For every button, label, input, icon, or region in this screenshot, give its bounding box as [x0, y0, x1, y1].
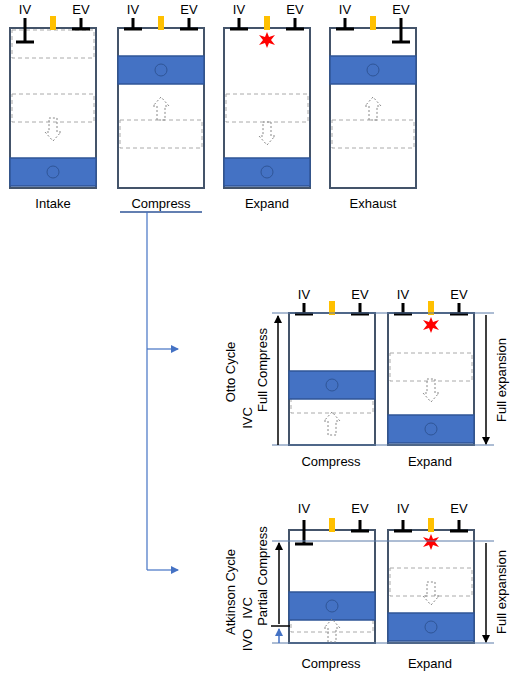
- stroke-label: Intake: [35, 196, 70, 211]
- valve-label: IV: [339, 2, 351, 17]
- valve-timing-label: IVC: [240, 597, 255, 619]
- stroke-annotation: Full Compress: [255, 328, 270, 412]
- stroke-annotation: Full expansion: [494, 550, 509, 634]
- valve-label: EV: [286, 2, 303, 17]
- valve-timing-label: IVC: [240, 407, 255, 429]
- cycle-label: Otto Cycle: [223, 342, 238, 403]
- stroke-label: Expand: [245, 196, 289, 211]
- valve-label: EV: [450, 287, 467, 302]
- valve-label: IV: [397, 501, 409, 516]
- stroke-annotation: Full expansion: [494, 338, 509, 422]
- valve-label: IV: [127, 2, 139, 17]
- stroke-label: Compress: [131, 196, 190, 211]
- valve-label: EV: [392, 2, 409, 17]
- stroke-label: Expand: [408, 454, 452, 469]
- valve-label: IV: [298, 287, 310, 302]
- stroke-annotation: Partial Compress: [255, 526, 270, 626]
- stroke-label: Compress: [301, 656, 360, 671]
- valve-label: EV: [72, 2, 89, 17]
- valve-label: IV: [298, 501, 310, 516]
- valve-label: EV: [351, 501, 368, 516]
- valve-label: EV: [450, 501, 467, 516]
- stroke-label: Compress: [301, 454, 360, 469]
- stroke-label: Expand: [408, 656, 452, 671]
- valve-label: IV: [397, 287, 409, 302]
- valve-label: EV: [351, 287, 368, 302]
- stroke-label: Exhaust: [350, 196, 397, 211]
- valve-label: EV: [180, 2, 197, 17]
- cycle-label: Atkinson Cycle: [223, 549, 238, 635]
- valve-label: IV: [233, 2, 245, 17]
- valve-timing-label: IVO: [240, 629, 255, 651]
- valve-label: IV: [19, 2, 31, 17]
